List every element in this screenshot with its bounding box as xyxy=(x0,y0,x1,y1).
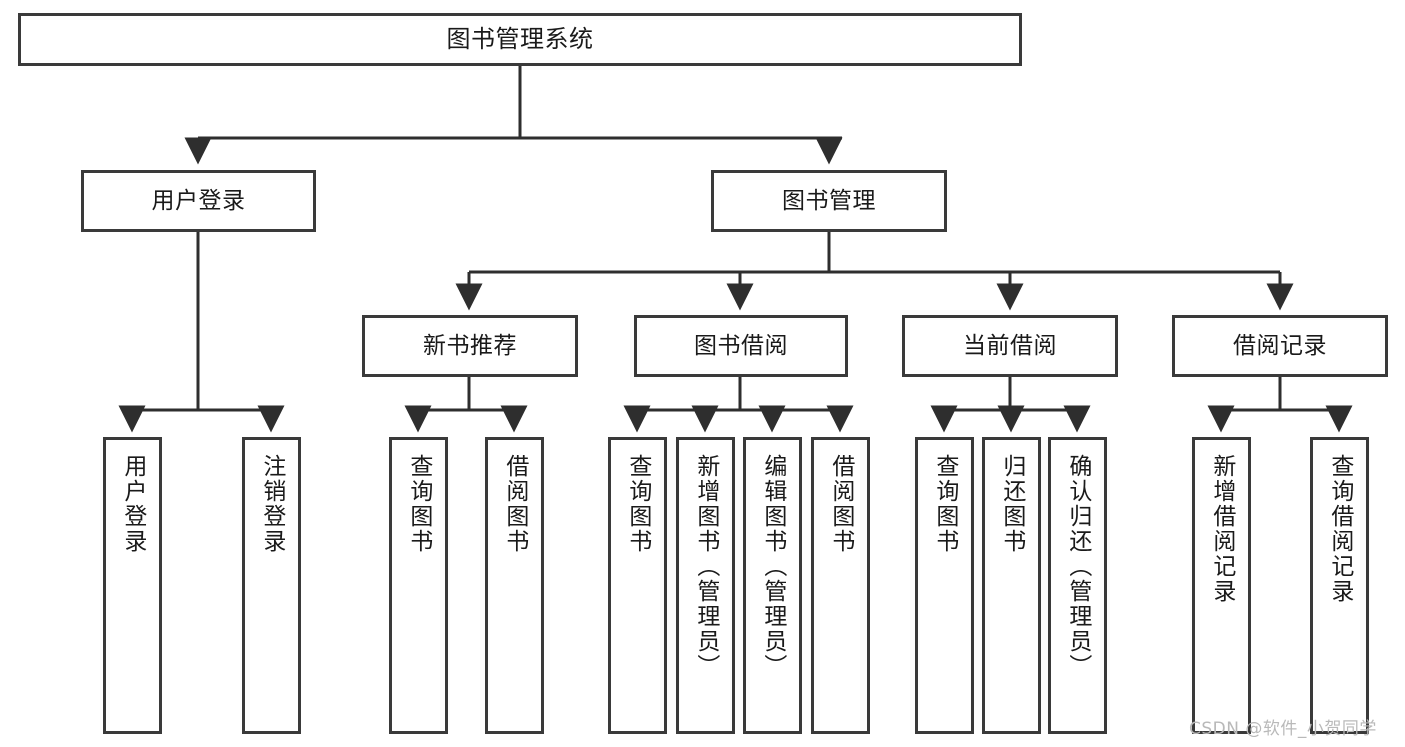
node-book-manage[interactable]: 图书管理 xyxy=(711,170,947,232)
node-root[interactable]: 图书管理系统 xyxy=(18,13,1022,66)
node-user-login-label: 用户登录 xyxy=(151,187,246,214)
leaf-confirm-return-label: 确认归还（管理员） xyxy=(1064,454,1091,679)
leaf-borrow-book-2-label: 借阅图书 xyxy=(827,454,854,554)
leaf-query-record[interactable]: 查询借阅记录 xyxy=(1310,437,1369,734)
leaf-user-logout[interactable]: 注销登录 xyxy=(242,437,301,734)
node-borrow-record[interactable]: 借阅记录 xyxy=(1172,315,1388,377)
leaf-borrow-book-2[interactable]: 借阅图书 xyxy=(811,437,870,734)
leaf-add-record-label: 新增借阅记录 xyxy=(1208,454,1235,604)
leaf-return-book[interactable]: 归还图书 xyxy=(982,437,1041,734)
node-current-borrow-label: 当前借阅 xyxy=(963,332,1057,359)
node-root-label: 图书管理系统 xyxy=(446,24,594,53)
leaf-confirm-return[interactable]: 确认归还（管理员） xyxy=(1048,437,1107,734)
node-borrow-record-label: 借阅记录 xyxy=(1233,332,1327,359)
leaf-query-book-3[interactable]: 查询图书 xyxy=(915,437,974,734)
leaf-add-record[interactable]: 新增借阅记录 xyxy=(1192,437,1251,734)
leaf-query-book-2[interactable]: 查询图书 xyxy=(608,437,667,734)
leaf-user-login-label: 用户登录 xyxy=(119,454,146,554)
leaf-borrow-book-1-label: 借阅图书 xyxy=(501,454,528,554)
csdn-watermark: CSDN @软件_小贺同学 xyxy=(1189,719,1377,739)
leaf-query-book-3-label: 查询图书 xyxy=(931,454,958,554)
node-new-book-rec[interactable]: 新书推荐 xyxy=(362,315,578,377)
node-book-borrow[interactable]: 图书借阅 xyxy=(634,315,848,377)
leaf-query-book-1-label: 查询图书 xyxy=(405,454,432,554)
node-new-book-rec-label: 新书推荐 xyxy=(423,332,517,359)
leaf-add-book[interactable]: 新增图书（管理员） xyxy=(676,437,735,734)
leaf-query-book-1[interactable]: 查询图书 xyxy=(389,437,448,734)
node-book-borrow-label: 图书借阅 xyxy=(694,332,788,359)
leaf-query-record-label: 查询借阅记录 xyxy=(1326,454,1353,604)
leaf-query-book-2-label: 查询图书 xyxy=(624,454,651,554)
leaf-edit-book-label: 编辑图书（管理员） xyxy=(759,454,786,679)
leaf-edit-book[interactable]: 编辑图书（管理员） xyxy=(743,437,802,734)
node-current-borrow[interactable]: 当前借阅 xyxy=(902,315,1118,377)
leaf-user-logout-label: 注销登录 xyxy=(258,454,285,554)
node-book-manage-label: 图书管理 xyxy=(782,187,876,214)
leaf-return-book-label: 归还图书 xyxy=(998,454,1025,554)
leaf-user-login[interactable]: 用户登录 xyxy=(103,437,162,734)
leaf-add-book-label: 新增图书（管理员） xyxy=(692,454,719,679)
leaf-borrow-book-1[interactable]: 借阅图书 xyxy=(485,437,544,734)
node-user-login[interactable]: 用户登录 xyxy=(81,170,316,232)
